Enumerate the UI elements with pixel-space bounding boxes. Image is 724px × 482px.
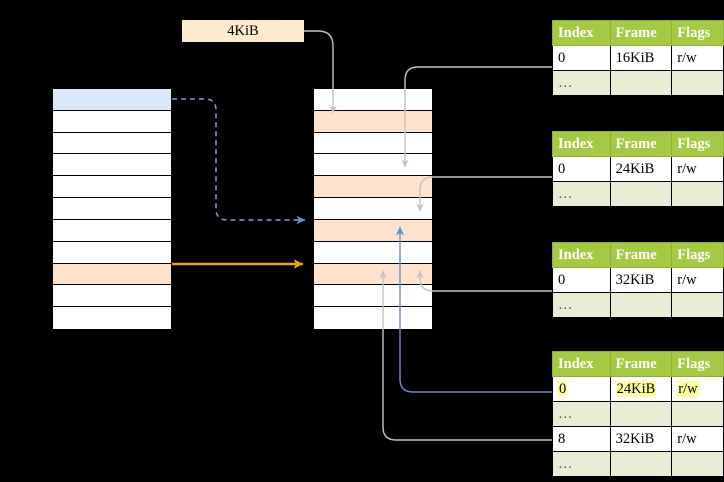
col-header-index: Index xyxy=(552,20,611,46)
cell-frame: 32KiB xyxy=(609,426,673,452)
table-header-row: Index Frame Flags xyxy=(552,242,724,268)
wire-virt0-to-frame6 xyxy=(172,98,306,225)
cell-flags-mark: r/w xyxy=(677,380,699,397)
table-row: 8 32KiB r/w xyxy=(552,426,724,452)
cell-index: 0 xyxy=(552,376,611,402)
physical-frame-row-0 xyxy=(314,89,432,111)
col-header-frame: Frame xyxy=(609,131,673,157)
table-row: … xyxy=(552,70,724,96)
table-row-highlighted: 0 24KiB r/w xyxy=(552,376,724,402)
physical-frame-row-2 xyxy=(314,132,432,155)
cell-frame xyxy=(609,401,673,427)
physical-frame-row-7 xyxy=(314,241,432,264)
virtual-frame-row-9 xyxy=(53,285,171,308)
cell-index: 0 xyxy=(552,45,611,71)
table-header-row: Index Frame Flags xyxy=(552,20,724,46)
col-header-flags: Flags xyxy=(671,242,724,268)
cell-frame: 32KiB xyxy=(609,267,673,293)
physical-frame-row-1 xyxy=(314,110,432,133)
cell-flags xyxy=(671,401,724,427)
col-header-flags: Flags xyxy=(671,20,724,46)
cell-frame-mark: 24KiB xyxy=(615,380,657,397)
cell-flags: r/w xyxy=(671,156,724,182)
col-header-frame: Frame xyxy=(609,20,673,46)
cell-index: 0 xyxy=(552,267,611,293)
col-header-flags: Flags xyxy=(671,351,724,377)
virtual-frame-row-3 xyxy=(53,154,171,177)
virtual-frame-row-2 xyxy=(53,132,171,155)
physical-frame-row-9 xyxy=(314,285,432,308)
physical-frame-row-8 xyxy=(314,263,432,286)
cell-flags xyxy=(671,292,724,318)
note-4kib: 4KiB xyxy=(182,20,304,42)
cell-index-mark: 0 xyxy=(558,380,568,397)
table-row: 0 16KiB r/w xyxy=(552,45,724,71)
table-row: … xyxy=(552,451,724,477)
cell-frame xyxy=(609,181,673,207)
cell-flags xyxy=(671,181,724,207)
table-header-row: Index Frame Flags xyxy=(552,351,724,377)
cell-index: 8 xyxy=(552,426,611,452)
col-header-index: Index xyxy=(552,131,611,157)
col-header-index: Index xyxy=(552,242,611,268)
virtual-frame-row-8 xyxy=(53,263,171,286)
cell-flags: r/w xyxy=(671,376,724,402)
cell-index: … xyxy=(552,451,611,477)
cell-frame: 16KiB xyxy=(609,45,673,71)
wire-table2-to-frame6 xyxy=(416,176,555,212)
table-row: 0 24KiB r/w xyxy=(552,156,724,182)
page-table-2: Index Frame Flags 0 24KiB r/w … xyxy=(552,131,724,207)
physical-frame-row-10 xyxy=(314,307,432,329)
cell-frame: 24KiB xyxy=(609,156,673,182)
cell-index: 0 xyxy=(552,156,611,182)
table-row: 0 32KiB r/w xyxy=(552,267,724,293)
page-table-1: Index Frame Flags 0 16KiB r/w … xyxy=(552,20,724,96)
cell-flags xyxy=(671,70,724,96)
cell-flags: r/w xyxy=(671,426,724,452)
cell-frame xyxy=(609,292,673,318)
cell-flags xyxy=(671,451,724,477)
col-header-flags: Flags xyxy=(671,131,724,157)
cell-index: … xyxy=(552,401,611,427)
virtual-frame-row-6 xyxy=(53,219,171,242)
physical-frame-row-5 xyxy=(314,198,432,220)
virtual-address-space-column xyxy=(52,88,172,330)
physical-frame-row-6 xyxy=(314,219,432,242)
page-table-4: Index Frame Flags 0 24KiB r/w … 8 32KiB … xyxy=(552,351,724,477)
page-table-3: Index Frame Flags 0 32KiB r/w … xyxy=(552,242,724,318)
cell-index: … xyxy=(552,181,611,207)
col-header-frame: Frame xyxy=(609,351,673,377)
col-header-frame: Frame xyxy=(609,242,673,268)
virtual-frame-row-1 xyxy=(53,110,171,133)
virtual-frame-row-0 xyxy=(53,89,171,111)
physical-frame-row-3 xyxy=(314,154,432,177)
cell-frame xyxy=(609,451,673,477)
cell-index: … xyxy=(552,70,611,96)
cell-index: … xyxy=(552,292,611,318)
cell-flags: r/w xyxy=(671,267,724,293)
cell-flags: r/w xyxy=(671,45,724,71)
cell-frame: 24KiB xyxy=(609,376,673,402)
table-row: … xyxy=(552,292,724,318)
table-header-row: Index Frame Flags xyxy=(552,131,724,157)
virtual-frame-row-7 xyxy=(53,241,171,264)
physical-frame-row-4 xyxy=(314,176,432,199)
table-row: … xyxy=(552,401,724,427)
table-row: … xyxy=(552,181,724,207)
col-header-index: Index xyxy=(552,351,611,377)
wire-table3-to-frame8 xyxy=(416,270,555,292)
virtual-frame-row-5 xyxy=(53,198,171,220)
physical-memory-column xyxy=(313,88,433,330)
virtual-frame-row-10 xyxy=(53,307,171,329)
virtual-frame-row-4 xyxy=(53,176,171,199)
cell-frame xyxy=(609,70,673,96)
